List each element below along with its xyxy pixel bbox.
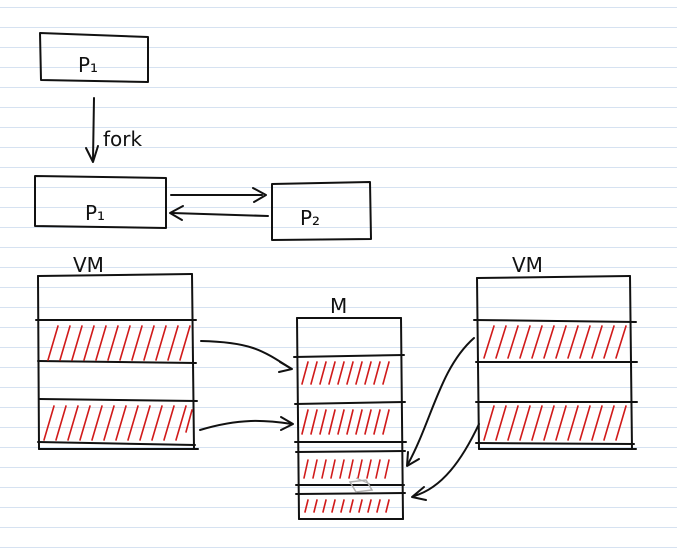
p1-to-p2-arrow	[170, 187, 267, 203]
fork-arrow: fork	[85, 97, 143, 163]
fork-label: fork	[103, 127, 143, 151]
vm-right-to-memory-arrow-2	[411, 423, 480, 501]
vm-right-page-2-hatch	[483, 405, 627, 441]
process-p1-top-label: P₁	[78, 53, 98, 77]
vm-left-to-memory-arrow-2	[199, 416, 294, 431]
vm-right-page-1-hatch	[483, 325, 627, 359]
memory-page-1-hatch	[301, 361, 390, 385]
process-p1-parent-label: P₁	[85, 201, 105, 225]
process-p2-child-label: P₂	[300, 206, 320, 230]
memory-label: M	[330, 294, 347, 318]
memory-page-3-hatch	[303, 459, 390, 479]
p2-to-p1-arrow	[169, 205, 269, 221]
vm-right-label: VM	[512, 253, 543, 277]
vm-left-label: VM	[73, 253, 104, 277]
vm-right-table	[473, 275, 638, 450]
memory-page-2-hatch	[301, 409, 390, 435]
vm-left-page-1-hatch	[47, 325, 191, 361]
process-p2-child: P₂	[271, 181, 372, 241]
process-p1-parent: P₁	[34, 175, 167, 229]
vm-right-to-memory-arrow-1	[406, 337, 475, 467]
vm-left-to-memory-arrow-1	[200, 340, 293, 373]
memory-smudge	[348, 477, 374, 493]
vm-left-table	[35, 273, 199, 450]
process-p1-top: P₁	[39, 32, 149, 83]
memory-page-4-hatch	[304, 499, 390, 513]
physical-memory-table	[293, 317, 407, 520]
vm-left-page-2-hatch	[43, 405, 193, 441]
